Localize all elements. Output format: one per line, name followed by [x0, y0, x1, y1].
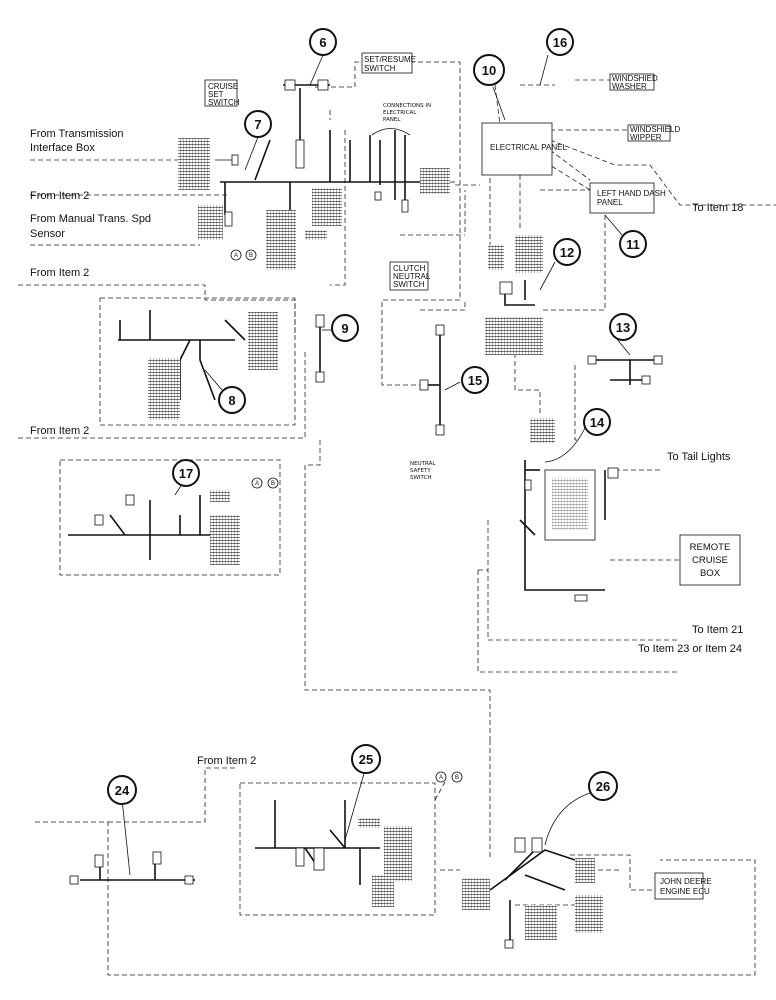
svg-text:SET: SET	[208, 90, 224, 99]
routing-labels: From Transmission Interface Box From Ite…	[30, 128, 743, 767]
callout-6: 6	[309, 28, 337, 56]
svg-text:SWITCH: SWITCH	[393, 280, 425, 289]
svg-text:NEUTRAL: NEUTRAL	[393, 272, 431, 281]
svg-text:From Transmission: From Transmission	[30, 128, 124, 140]
connections-in-electrical-panel-note: CONNECTIONS IN ELECTRICAL PANEL	[371, 103, 431, 136]
callout-11: 11	[619, 230, 647, 258]
svg-text:WINDSHIELD: WINDSHIELD	[630, 125, 680, 134]
svg-text:15: 15	[468, 373, 482, 388]
left-hand-dash-panel-box: LEFT HAND DASH PANEL	[589, 182, 666, 214]
svg-text:B: B	[455, 775, 459, 781]
windshield-wiper-box: WINDSHIELD WIPPER	[627, 124, 680, 142]
svg-text:From Item 2: From Item 2	[30, 425, 89, 437]
svg-text:PANEL: PANEL	[597, 198, 623, 207]
callout-7: 7	[244, 110, 272, 138]
svg-text:11: 11	[626, 237, 640, 252]
svg-text:NEUTRAL: NEUTRAL	[410, 461, 436, 467]
callout-13: 13	[609, 313, 637, 341]
svg-text:17: 17	[179, 466, 193, 481]
svg-text:10: 10	[482, 63, 496, 78]
svg-text:From Item 2: From Item 2	[197, 755, 256, 767]
callout-14: 14	[583, 408, 611, 436]
callout-8: 8	[218, 386, 246, 414]
svg-text:Sensor: Sensor	[30, 228, 65, 240]
callout-10: 10	[473, 54, 505, 86]
svg-text:LEFT HAND DASH: LEFT HAND DASH	[597, 189, 666, 198]
callout-16: 16	[546, 28, 574, 56]
svg-text:WINDSHIED: WINDSHIED	[612, 74, 658, 83]
remote-cruise-box: REMOTE CRUISE BOX	[679, 534, 741, 586]
svg-text:ENGINE ECU: ENGINE ECU	[660, 887, 710, 896]
letter-markers: A B A B A B	[230, 249, 463, 783]
callout-12: 12	[553, 238, 581, 266]
svg-text:SAFETY: SAFETY	[410, 468, 431, 474]
svg-text:6: 6	[319, 35, 326, 50]
svg-text:To Item 23 or Item 24: To Item 23 or Item 24	[638, 643, 742, 655]
svg-text:CRUISE: CRUISE	[692, 555, 728, 566]
svg-text:7: 7	[254, 117, 261, 132]
john-deere-engine-ecu-box: JOHN DEERE ENGINE ECU	[654, 872, 712, 900]
svg-text:To Item 21: To Item 21	[692, 624, 743, 636]
clutch-neutral-switch-box: CLUTCH NEUTRAL SWITCH	[389, 261, 431, 291]
svg-text:SET/RESUME: SET/RESUME	[364, 55, 416, 64]
svg-text:REMOTE: REMOTE	[690, 542, 731, 553]
cruise-set-switch-box: CRUISE SET SWITCH	[204, 79, 240, 107]
svg-text:A: A	[255, 481, 259, 487]
svg-text:ELECTRICAL: ELECTRICAL	[383, 110, 417, 116]
connector-blocks	[148, 138, 603, 940]
svg-text:ELECTRICAL PANEL: ELECTRICAL PANEL	[490, 143, 567, 152]
svg-text:SWITCH: SWITCH	[208, 98, 240, 107]
set-resume-switch-box: SET/RESUME SWITCH	[361, 52, 416, 74]
svg-text:PANEL: PANEL	[383, 117, 401, 123]
callout-15: 15	[461, 366, 489, 394]
callout-25: 25	[351, 744, 381, 774]
svg-text:To Item 18: To Item 18	[692, 202, 743, 214]
svg-text:CRUISE: CRUISE	[208, 82, 238, 91]
svg-text:From Item 2: From Item 2	[30, 267, 89, 279]
svg-text:SWITCH: SWITCH	[364, 64, 396, 73]
svg-text:26: 26	[596, 779, 610, 794]
callout-17: 17	[172, 459, 200, 487]
svg-text:Interface Box: Interface Box	[30, 142, 95, 154]
routing-lines	[18, 61, 776, 976]
svg-text:16: 16	[553, 35, 567, 50]
svg-text:A: A	[439, 775, 443, 781]
small-connectors	[69, 79, 663, 949]
svg-text:From Item 2: From Item 2	[30, 190, 89, 202]
svg-text:WASHER: WASHER	[612, 82, 647, 91]
svg-text:B: B	[249, 253, 253, 259]
svg-text:12: 12	[560, 245, 574, 260]
svg-text:CLUTCH: CLUTCH	[393, 264, 426, 273]
svg-text:13: 13	[616, 320, 630, 335]
svg-text:14: 14	[590, 415, 605, 430]
svg-text:24: 24	[115, 783, 130, 798]
svg-text:A: A	[234, 253, 238, 259]
svg-text:9: 9	[341, 321, 348, 336]
svg-text:25: 25	[359, 752, 373, 767]
callout-9: 9	[331, 314, 359, 342]
callout-24: 24	[107, 775, 137, 805]
svg-text:SWITCH: SWITCH	[410, 475, 432, 481]
svg-text:To Tail Lights: To Tail Lights	[667, 451, 731, 463]
svg-text:WIPPER: WIPPER	[630, 133, 662, 142]
windshield-washer-box: WINDSHIED WASHER	[609, 73, 658, 91]
svg-text:8: 8	[228, 393, 235, 408]
svg-text:JOHN DEERE: JOHN DEERE	[660, 877, 712, 886]
callout-26: 26	[588, 771, 618, 801]
svg-text:CONNECTIONS IN: CONNECTIONS IN	[383, 103, 431, 109]
neutral-safety-switch-note: NEUTRAL SAFETY SWITCH	[410, 461, 436, 481]
electrical-panel-box: ELECTRICAL PANEL	[481, 122, 567, 176]
svg-text:B: B	[271, 481, 275, 487]
svg-text:From Manual Trans. Spd: From Manual Trans. Spd	[30, 213, 151, 225]
svg-text:BOX: BOX	[700, 568, 721, 579]
